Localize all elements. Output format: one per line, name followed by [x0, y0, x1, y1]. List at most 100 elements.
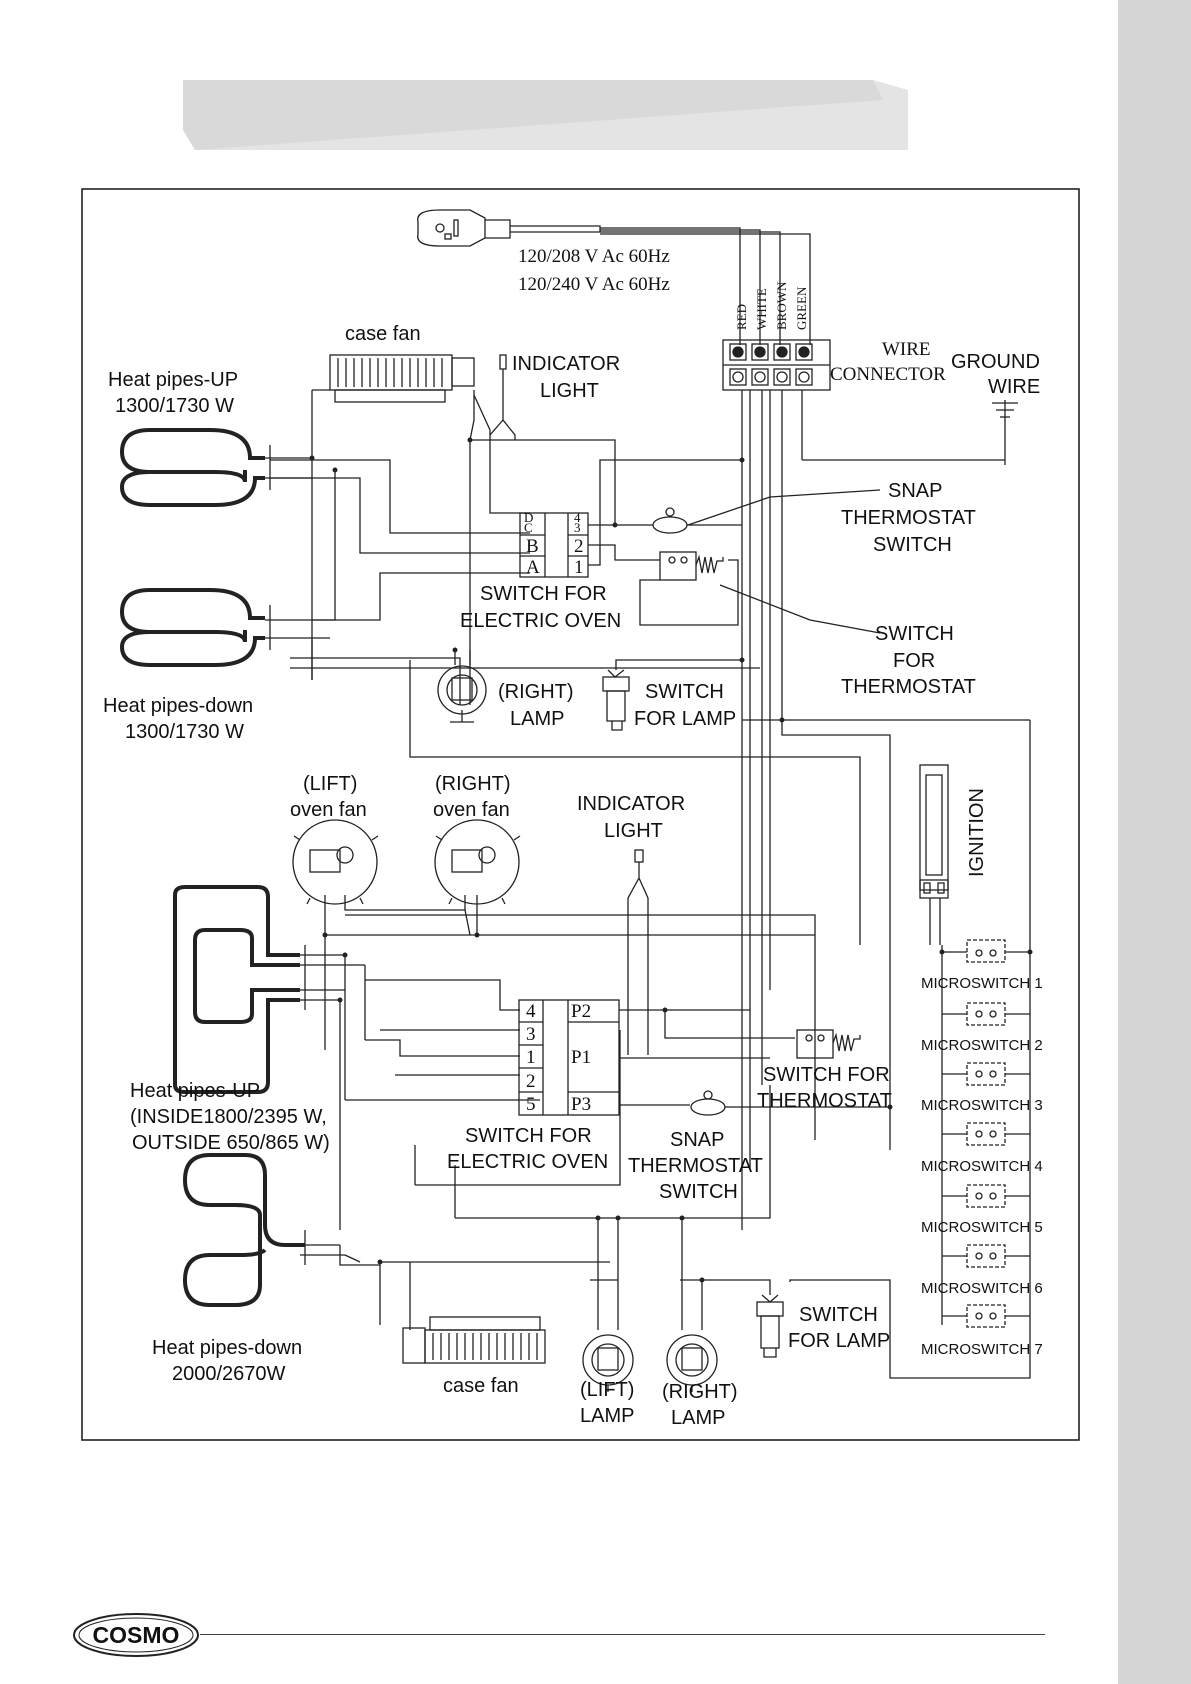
snap-top-label-1: SNAP	[888, 480, 942, 502]
heat-up-top-label-2: 1300/1730 W	[115, 395, 234, 417]
lift-fan-label-1: (LIFT)	[303, 773, 357, 795]
switch-bot-term-p2: P2	[571, 1001, 591, 1022]
switch-thermostat-bottom	[796, 1029, 861, 1059]
heat-up-bot-label-3: OUTSIDE 650/865 W)	[132, 1132, 330, 1154]
lift-oven-fan	[292, 819, 379, 905]
switch-lamp-bot-label-2: FOR LAMP	[788, 1330, 890, 1352]
switch-thermo-bot-label-2: THERMOSTAT	[757, 1090, 892, 1112]
switch-thermo-top-label-2: FOR	[893, 650, 935, 672]
ignition-module	[919, 764, 949, 899]
microswitch-2-label: MICROSWITCH 2	[921, 1037, 1043, 1054]
switch-top-term-a: A	[526, 557, 540, 578]
switch-for-lamp-top	[602, 669, 630, 731]
switch-thermo-bot-label-1: SWITCH FOR	[763, 1064, 890, 1086]
right-lamp-bot-label-2: LAMP	[671, 1407, 725, 1429]
indicator-light-top	[489, 354, 516, 440]
cosmo-logo: COSMO	[73, 1613, 199, 1657]
right-lamp-top-label-1: (RIGHT)	[498, 681, 574, 703]
switch-thermostat-top	[659, 551, 724, 581]
lift-lamp-label-1: (LIFT)	[580, 1379, 634, 1401]
microswitch-6-label: MICROSWITCH 6	[921, 1280, 1043, 1297]
heat-pipes-down-top	[119, 588, 265, 667]
power-rating-2: 120/240 V Ac 60Hz	[518, 274, 670, 295]
microswitch-column	[941, 939, 1030, 1328]
switch-bot-term-2: 2	[526, 1071, 536, 1092]
right-lamp-top	[437, 665, 487, 723]
snap-top-label-2: THERMOSTAT	[841, 507, 976, 529]
switch-top-term-3: 3	[574, 520, 581, 535]
switch-top-term-b: B	[526, 536, 539, 557]
heat-down-bot-label-1: Heat pipes-down	[152, 1337, 302, 1359]
switch-oven-bot-label-2: ELECTRIC OVEN	[447, 1151, 608, 1173]
wire-color-white: WHITE	[754, 288, 769, 330]
right-lamp-bot-label-1: (RIGHT)	[662, 1381, 738, 1403]
switch-bot-term-4: 4	[526, 1001, 536, 1022]
right-fan-label-2: oven fan	[433, 799, 510, 821]
microswitch-1-label: MICROSWITCH 1	[921, 975, 1043, 992]
indicator-mid-label-2: LIGHT	[604, 820, 663, 842]
header-band	[183, 80, 908, 150]
ground-label-2: WIRE	[988, 376, 1040, 398]
wire-color-red: RED	[734, 304, 749, 330]
microswitch-5-label: MICROSWITCH 5	[921, 1219, 1043, 1236]
switch-thermo-top-label-3: THERMOSTAT	[841, 676, 976, 698]
switch-thermo-top-label-1: SWITCH	[875, 623, 954, 645]
switch-top-term-d: D	[524, 510, 533, 525]
heat-up-bot-label-1: Heat pipes-UP	[130, 1080, 260, 1102]
heat-up-top-label-1: Heat pipes-UP	[108, 369, 238, 391]
lift-fan-label-2: oven fan	[290, 799, 367, 821]
right-lamp-bottom	[666, 1334, 718, 1392]
wire-color-brown: BROWN	[774, 281, 789, 330]
switch-oven-top-label-2: ELECTRIC OVEN	[460, 610, 621, 632]
case-fan-bottom	[402, 1316, 546, 1364]
heat-down-top-label-2: 1300/1730 W	[125, 721, 244, 743]
snap-thermostat-bottom	[690, 1090, 890, 1116]
switch-oven-bot-label-1: SWITCH FOR	[465, 1125, 592, 1147]
wire-connector-label-2: CONNECTOR	[830, 364, 946, 385]
junction-dots	[309, 437, 1033, 1283]
ground-symbol	[992, 400, 1018, 465]
snap-thermostat-top	[650, 507, 742, 534]
switch-lamp-top-label-2: FOR LAMP	[634, 708, 736, 730]
switch-lamp-top-label-1: SWITCH	[645, 681, 724, 703]
switch-lamp-bot-label-1: SWITCH	[799, 1304, 878, 1326]
wire-color-green: GREEN	[794, 286, 809, 330]
footer-rule	[200, 1634, 1045, 1635]
power-rating-1: 120/208 V Ac 60Hz	[518, 246, 670, 267]
right-fan-label-1: (RIGHT)	[435, 773, 511, 795]
heat-pipes-down-bottom	[182, 1153, 305, 1307]
page-side-strip	[1118, 0, 1191, 1684]
switch-bot-term-p3: P3	[571, 1094, 591, 1115]
heat-up-bot-label-2: (INSIDE1800/2395 W,	[130, 1106, 327, 1128]
case-fan-top-label: case fan	[345, 323, 421, 345]
ground-label-1: GROUND	[951, 351, 1040, 373]
snap-bot-label-2: THERMOSTAT	[628, 1155, 763, 1177]
lift-lamp	[582, 1334, 634, 1392]
microswitch-4-label: MICROSWITCH 4	[921, 1158, 1043, 1175]
indicator-top-label-2: LIGHT	[540, 380, 599, 402]
heat-down-bot-label-2: 2000/2670W	[172, 1363, 286, 1385]
heat-down-top-label-1: Heat pipes-down	[103, 695, 253, 717]
indicator-mid-label-1: INDICATOR	[577, 793, 685, 815]
right-lamp-top-label-2: LAMP	[510, 708, 564, 730]
switch-bot-term-1: 1	[526, 1047, 536, 1068]
power-plug	[417, 209, 511, 247]
microswitch-3-label: MICROSWITCH 3	[921, 1097, 1043, 1114]
wire-connector	[722, 339, 831, 391]
case-fan-bot-label: case fan	[443, 1375, 519, 1397]
heat-pipes-up-bottom	[173, 885, 300, 1094]
microswitch-7-label: MICROSWITCH 7	[921, 1341, 1043, 1358]
switch-bot-term-3: 3	[526, 1024, 536, 1045]
switch-bot-term-p1: P1	[571, 1047, 591, 1068]
indicator-light-mid	[627, 849, 649, 1055]
right-oven-fan	[434, 819, 521, 905]
snap-bot-label-3: SWITCH	[659, 1181, 738, 1203]
snap-top-label-3: SWITCH	[873, 534, 952, 556]
lift-lamp-label-2: LAMP	[580, 1405, 634, 1427]
diagram-frame	[81, 188, 1080, 1441]
switch-top-term-2: 2	[574, 536, 584, 557]
indicator-top-label-1: INDICATOR	[512, 353, 620, 375]
logo-text: COSMO	[93, 1622, 180, 1648]
switch-top-term-c: C	[524, 520, 533, 535]
